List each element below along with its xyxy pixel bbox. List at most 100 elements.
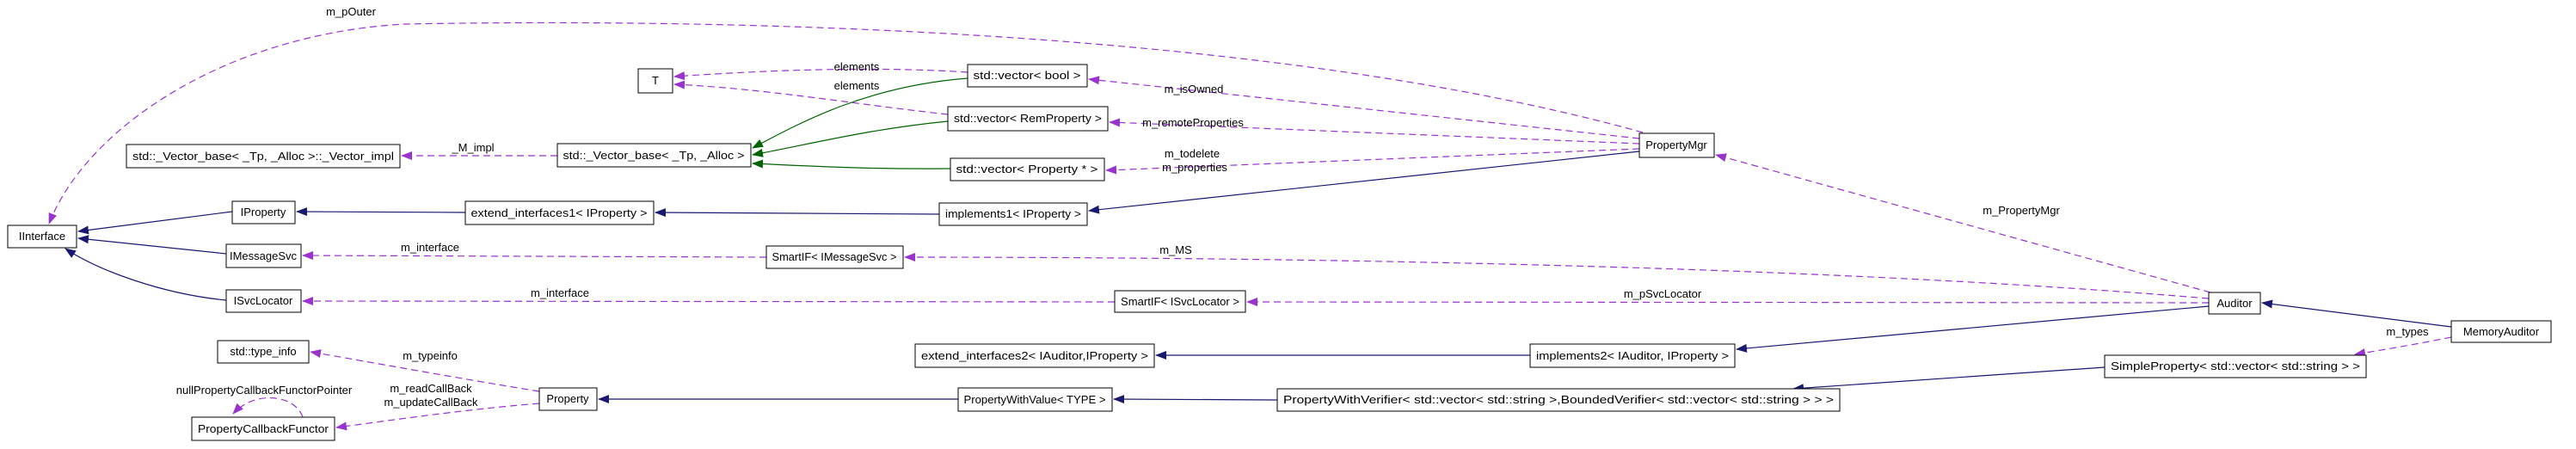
edge-label-elements-bottom: elements [834,79,880,92]
node-property-box[interactable] [538,387,598,411]
edge-label-m-typeinfo: m_typeinfo [403,349,458,362]
node-extend-interfaces1[interactable]: extend_interfaces1< IProperty > [464,200,655,225]
node-vector-impl: std::_Vector_base< _Tp, _Alloc >::_Vecto… [126,144,401,169]
node-propertywithverifier[interactable]: PropertyWithVerifier< std::vector< std::… [1276,388,1841,412]
node-memoryauditor-label: MemoryAuditor [2463,325,2540,338]
node-vector-remproperty: std::vector< RemProperty > [947,106,1109,132]
edge-label-m-properties: m_properties [1162,161,1227,174]
node-vector-propertyptr-box [950,157,1105,181]
node-simpleproperty-box[interactable] [2104,354,2367,378]
node-smartif-isvclocator-label: SmartIF< ISvcLocator > [1121,295,1239,308]
node-implements2-box[interactable] [1529,343,1736,368]
edge-iproperty-to-iinterface [77,211,233,235]
node-smartif-imessagesvc-box[interactable] [765,245,904,269]
edge-propertymgr-to-iinterface-m-pouter [48,22,1644,224]
edge-vector-remproperty-to-t-elements [673,80,949,115]
node-property-callback-functor-label: PropertyCallbackFunctor [198,422,329,435]
node-propertywithvalue-box[interactable] [957,387,1113,412]
node-propertywithverifier-box[interactable] [1276,388,1841,412]
node-auditor[interactable]: Auditor [2208,292,2261,315]
edge-propertywithverifier-to-propertywithvalue [1113,395,1278,404]
edge-label-m-isowned: m_isOwned [1165,83,1224,95]
node-isvclocator[interactable]: ISvcLocator [225,289,302,313]
node-propertymgr-box[interactable] [1638,132,1715,158]
edge-label-m-propertymgr: m_PropertyMgr [1983,204,2060,217]
node-simpleproperty[interactable]: SimpleProperty< std::vector< std::string… [2104,354,2367,378]
edge-property-to-type-info-m-typeinfo [310,349,540,392]
node-type-info-box [217,340,310,364]
edge-auditor-to-smartif-isvclocator-m-psvclocator [1246,298,2210,307]
node-smartif-imessagesvc-label: SmartIF< IMessageSvc > [772,250,897,263]
edge-label-elements-top: elements [834,60,880,73]
node-propertymgr-label: PropertyMgr [1645,138,1707,151]
node-iinterface[interactable]: IInterface [7,224,77,249]
node-extend-interfaces2-box[interactable] [914,343,1155,368]
edge-label-m-interface-svc: m_interface [531,286,589,299]
node-type-info: std::type_info [217,340,310,364]
node-vector-base: std::_Vector_base< _Tp, _Alloc > [556,143,752,168]
edge-label-m-pouter: m_pOuter [326,5,376,18]
edge-vector-propertyptr-to-vector-base [752,159,951,169]
edge-smartif-imessagesvc-to-imessagesvc-m-interface [302,251,767,261]
edge-simpleproperty-to-propertywithverifier [1792,366,2106,393]
edge-label-m-todelete: m_todelete [1165,147,1220,160]
node-implements1-box[interactable] [938,202,1088,226]
node-template-param-t-box [637,68,673,94]
node-extend-interfaces1-box[interactable] [464,200,655,225]
node-vector-impl-box [126,144,401,169]
edge-label-m-remoteproperties: m_remoteProperties [1142,116,1244,129]
node-auditor-box[interactable] [2208,292,2261,315]
node-property-label: Property [546,392,589,405]
node-smartif-isvclocator-box[interactable] [1114,290,1246,313]
node-implements1[interactable]: implements1< IProperty > [938,202,1088,226]
node-isvclocator-box[interactable] [225,289,302,313]
edge-label-m-interface-msg: m_interface [401,241,459,254]
edge-label-m-ms: m_MS [1159,243,1192,256]
edge-propertymgr-to-implements1 [1088,151,1640,214]
node-smartif-imessagesvc[interactable]: SmartIF< IMessageSvc > [765,245,904,269]
node-iinterface-box[interactable] [7,224,77,249]
node-vector-remproperty-label: std::vector< RemProperty > [954,112,1102,125]
node-iproperty-label: IProperty [241,206,286,218]
edge-label-m-readcallback: m_readCallBack [390,382,472,395]
edge-implements1-to-extend-interfaces1 [655,208,940,218]
edge-property-to-callback-functor-callbacks [335,403,540,431]
node-imessagesvc-box[interactable] [225,243,302,268]
edge-callback-functor-self-loop [232,397,304,418]
node-propertywithverifier-label: PropertyWithVerifier< std::vector< std::… [1283,393,1834,406]
node-memoryauditor-current: MemoryAuditor [2450,320,2552,343]
node-vector-impl-label: std::_Vector_base< _Tp, _Alloc >::_Vecto… [132,150,394,163]
edge-isvclocator-to-iinterface [65,248,227,301]
node-vector-propertyptr-label: std::vector< Property * > [956,163,1098,175]
node-property[interactable]: Property [538,387,598,411]
node-vector-base-label: std::_Vector_base< _Tp, _Alloc > [563,149,745,162]
node-implements1-label: implements1< IProperty > [945,207,1081,220]
node-property-callback-functor[interactable]: PropertyCallbackFunctor [191,416,335,441]
node-smartif-isvclocator[interactable]: SmartIF< ISvcLocator > [1114,290,1246,313]
edge-propertymgr-to-vector-remproperty-m-remoteproperties [1109,118,1640,145]
node-imessagesvc[interactable]: IMessageSvc [225,243,302,268]
edge-label-m-impl: _M_impl [451,141,494,154]
edge-vector-bool-to-t-elements [673,68,968,81]
node-imessagesvc-label: IMessageSvc [230,249,298,262]
node-extend-interfaces2[interactable]: extend_interfaces2< IAuditor,IProperty > [914,343,1155,368]
node-simpleproperty-label: SimpleProperty< std::vector< std::string… [2111,360,2360,372]
node-memoryauditor-box [2450,320,2552,343]
node-property-callback-functor-box[interactable] [191,416,335,441]
edge-vector-bool-to-vector-base [752,77,968,149]
node-vector-bool-label: std::vector< bool > [974,69,1081,82]
node-iproperty[interactable]: IProperty [231,200,296,224]
node-implements2[interactable]: implements2< IAuditor, IProperty > [1529,343,1736,368]
edge-memoryauditor-to-auditor [2261,299,2452,328]
edge-label-m-types: m_types [2386,325,2429,338]
node-vector-bool: std::vector< bool > [967,64,1088,88]
edge-vector-remproperty-to-vector-base [752,120,949,157]
edge-propertymgr-to-vector-bool-m-isowned [1088,76,1640,139]
edge-memoryauditor-to-simpleproperty-m-types [2354,336,2452,358]
node-propertywithvalue[interactable]: PropertyWithValue< TYPE > [957,387,1113,412]
node-template-param-t: T [637,68,673,94]
edge-imessagesvc-to-iinterface [77,235,227,255]
node-iproperty-box[interactable] [231,200,296,224]
node-propertymgr[interactable]: PropertyMgr [1638,132,1715,158]
node-vector-remproperty-box [947,106,1109,132]
